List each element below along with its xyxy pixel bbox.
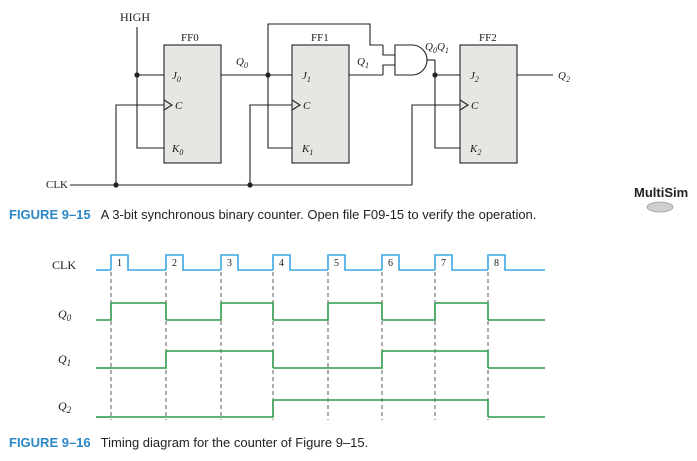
q0-segment bbox=[96, 303, 112, 321]
clk-pulse-6 bbox=[381, 254, 435, 271]
q0-and-input bbox=[382, 45, 395, 56]
ff1-box bbox=[291, 44, 350, 164]
clk-label: CLK bbox=[46, 179, 68, 191]
q2-waveform bbox=[96, 399, 545, 418]
q0-segment bbox=[111, 302, 167, 320]
high-label: HIGH bbox=[120, 10, 150, 24]
pulse-number: 6 bbox=[388, 258, 393, 269]
mouse-icon bbox=[646, 201, 674, 213]
clk-pulse-1 bbox=[110, 254, 166, 271]
and-to-k2-wire bbox=[434, 60, 460, 149]
pulse-number: 7 bbox=[441, 258, 446, 269]
q2-segment bbox=[221, 400, 274, 418]
ff2-box bbox=[459, 44, 518, 164]
pulse-number: 2 bbox=[172, 258, 177, 269]
figure-9-16-caption: FIGURE 9–16 Timing diagram for the count… bbox=[9, 434, 368, 451]
q1-segment bbox=[111, 351, 167, 369]
clk-pulse-8 bbox=[487, 254, 545, 271]
clk-to-ff2 bbox=[411, 104, 460, 185]
q0-segment bbox=[328, 302, 383, 320]
pulse-numbers: 1 2 3 4 5 6 7 8 bbox=[117, 258, 499, 269]
ff2-j-label: J2 bbox=[470, 70, 479, 84]
circuit-schematic: HIGH FF0 J0 C K0 Q0 FF1 J1 C K1 Q1 Q0Q1 bbox=[46, 10, 570, 191]
figure-9-15-caption: FIGURE 9–15 A 3-bit synchronous binary c… bbox=[9, 206, 536, 223]
timing-q0-label: Q0 bbox=[58, 307, 72, 323]
ff1-clock-triangle bbox=[291, 99, 302, 111]
ff0-clock-triangle bbox=[163, 99, 174, 111]
timing-clk-label: CLK bbox=[52, 258, 76, 272]
ff2-c-label: C bbox=[471, 100, 479, 112]
pulse-number: 4 bbox=[279, 258, 284, 269]
ff2-name: FF2 bbox=[479, 32, 497, 44]
q0-segment bbox=[382, 303, 436, 321]
q0-segment bbox=[166, 303, 222, 321]
q1-segment bbox=[435, 350, 489, 368]
clk-pulse-2 bbox=[165, 254, 221, 271]
timing-q2-label: Q2 bbox=[58, 399, 72, 415]
high-k0-wire bbox=[136, 75, 164, 149]
q0-label: Q0 bbox=[236, 56, 248, 70]
high-junction bbox=[134, 72, 140, 78]
and-label: Q0Q1 bbox=[425, 41, 449, 55]
q2-label: Q2 bbox=[558, 70, 570, 84]
pulse-number: 1 bbox=[117, 258, 122, 269]
ff1-name: FF1 bbox=[311, 32, 329, 44]
edge-guide-lines bbox=[110, 272, 489, 420]
q0-segment bbox=[435, 302, 489, 320]
clk-pulse-4 bbox=[272, 254, 328, 271]
q1-label: Q1 bbox=[357, 56, 369, 70]
q1-waveform bbox=[96, 350, 545, 369]
ff0-name: FF0 bbox=[181, 32, 199, 44]
q0-to-k1-wire bbox=[267, 75, 292, 149]
pulse-number: 3 bbox=[227, 258, 232, 269]
multisim-logo: MultiSim bbox=[634, 185, 688, 213]
timing-q1-label: Q1 bbox=[58, 352, 71, 368]
figure-9-16-number: FIGURE 9–16 bbox=[9, 435, 91, 450]
ff0-box bbox=[163, 44, 222, 164]
timing-diagram: CLK Q0 Q1 Q2 1 2 3 4 5 6 7 8 bbox=[52, 254, 545, 420]
q0-segment bbox=[221, 302, 274, 320]
ff0-c-label: C bbox=[175, 100, 183, 112]
ff2-clock-triangle bbox=[459, 99, 470, 111]
high-wire bbox=[136, 27, 164, 76]
clk-waveform bbox=[96, 254, 545, 271]
clk-pulse-7 bbox=[434, 254, 488, 271]
figure-9-16-text: Timing diagram for the counter of Figure… bbox=[101, 435, 369, 450]
q1-segment bbox=[328, 351, 383, 369]
q1-to-and-wire bbox=[382, 64, 395, 75]
q0-segment bbox=[273, 303, 329, 321]
q0-waveform bbox=[96, 302, 545, 321]
figure-9-15-number: FIGURE 9–15 bbox=[9, 207, 91, 222]
clk-to-ff0 bbox=[115, 104, 164, 185]
pulse-number: 8 bbox=[494, 258, 499, 269]
q1-segment bbox=[221, 350, 274, 368]
ff1-j-label: J1 bbox=[302, 70, 311, 84]
figure-9-15-text: A 3-bit synchronous binary counter. Open… bbox=[101, 207, 537, 222]
clk-pulse-5 bbox=[327, 254, 382, 271]
clk-pulse-3 bbox=[220, 254, 273, 271]
ff0-j-label: J0 bbox=[172, 70, 181, 84]
q0-to-and-wire bbox=[267, 23, 383, 75]
q2-segment bbox=[435, 399, 489, 417]
pulse-number: 5 bbox=[334, 258, 339, 269]
clk-to-ff1 bbox=[249, 104, 292, 185]
multisim-text: MultiSim bbox=[634, 185, 688, 200]
ff1-c-label: C bbox=[303, 100, 311, 112]
and-gate bbox=[394, 44, 428, 76]
